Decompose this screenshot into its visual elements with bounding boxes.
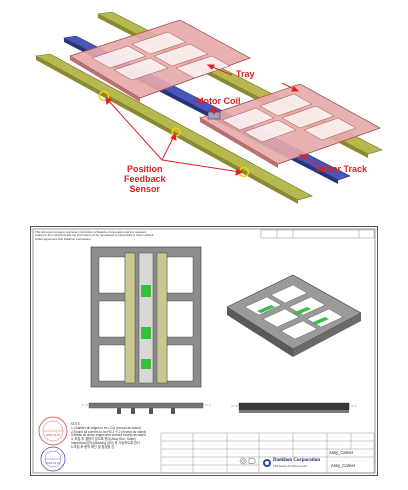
tray-left	[69, 19, 251, 102]
sensor-marker-1	[98, 90, 110, 102]
stamp-date-2: 2015-11-07	[45, 461, 61, 465]
confidentiality-note: This document contains proprietary infor…	[35, 230, 154, 241]
tray-right	[199, 83, 381, 168]
title-block-grid	[160, 432, 375, 474]
front-view	[90, 246, 202, 388]
engineering-drawing-sheet: This document contains proprietary infor…	[30, 226, 378, 476]
drawing-title: Assy_Carrier	[331, 463, 356, 468]
drawing-linework	[32, 228, 376, 474]
motor-coil-label: Motor Coil	[196, 96, 241, 106]
guide-rail-lower	[35, 53, 313, 204]
company-name: Daekhon Corporation	[273, 458, 321, 463]
stamp-date-1: 2015-11-07	[45, 433, 61, 437]
callout-arrows	[105, 64, 319, 176]
projection-symbol	[239, 457, 256, 465]
tray-label: Tray	[236, 69, 255, 79]
drawing-name-field: Assy_Carrier	[329, 450, 354, 455]
isometric-view	[226, 274, 362, 357]
position-feedback-sensor-label: Position Feedback Sensor	[124, 164, 166, 194]
motor-track-label: Motor Track	[316, 164, 368, 174]
side-view-right	[231, 402, 357, 413]
approval-stamp-1	[38, 416, 68, 446]
linear-motor-assembly-illustration: Tray Motor Coil Position Feedback Sensor…	[0, 0, 408, 212]
company-tagline: Total Solution for Motion Control	[273, 465, 308, 468]
revision-block	[260, 229, 375, 239]
sensor-marker-2	[171, 127, 181, 137]
company-logo	[263, 459, 271, 467]
drawing-notes: NOTE : 1.Chamfer all edges to be C0.5 (e…	[71, 422, 147, 449]
side-view-left	[81, 402, 211, 414]
assembly-render	[35, 11, 383, 204]
approval-stamp-2	[40, 446, 66, 472]
